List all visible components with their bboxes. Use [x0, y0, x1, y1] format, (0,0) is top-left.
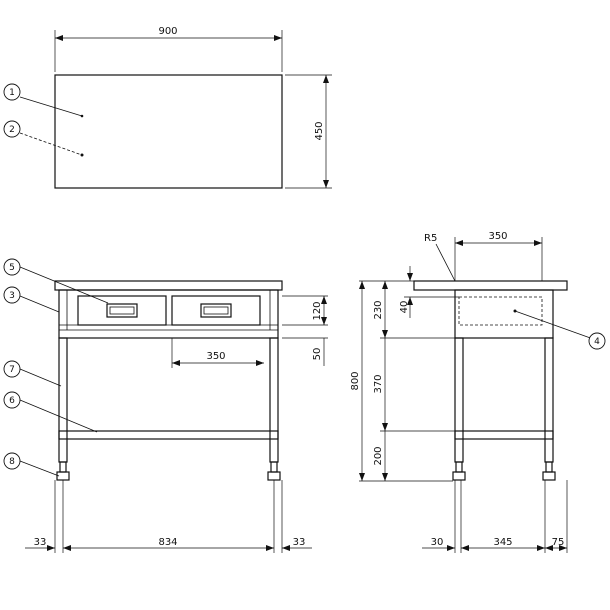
callout-6: 6	[3, 391, 21, 409]
side-adjuster-base-left	[452, 471, 466, 481]
dim-front-left-offset: 33	[34, 537, 47, 548]
side-leg-right	[544, 337, 554, 463]
drawer-handle-right	[200, 303, 232, 318]
drawer-handle-right-inner	[203, 306, 229, 315]
dim-side-drawer-depth: 40	[399, 301, 410, 314]
dim-apron-below: 50	[312, 348, 323, 361]
dim-side-left-offset: 30	[431, 537, 444, 548]
leader-line-4	[514, 310, 597, 341]
adjuster-foot-right	[270, 461, 278, 473]
adjuster-foot-left	[59, 461, 67, 473]
dim-drawer-front-width: 350	[206, 351, 225, 362]
callout-5: 5	[3, 258, 21, 276]
dim-side-right-offset: 75	[552, 537, 565, 548]
callout-3: 3	[3, 286, 21, 304]
front-undershelf	[58, 430, 279, 440]
dim-drawer-height: 120	[312, 301, 323, 320]
callout-circle	[3, 286, 21, 304]
dim-radius: R5	[424, 233, 437, 244]
front-tabletop	[54, 280, 283, 291]
leader-line-7	[19, 368, 62, 387]
leader-line-1	[19, 96, 83, 117]
callout-number: 4	[594, 337, 600, 347]
callout-circle	[3, 120, 21, 138]
drawer-handle-left	[106, 303, 138, 318]
callout-circle	[3, 360, 21, 378]
leader-line-6	[19, 399, 98, 433]
leader-line-3	[19, 295, 60, 313]
callout-2: 2	[3, 120, 21, 138]
adjuster-base-right	[267, 471, 281, 481]
leader-dot	[80, 153, 84, 157]
side-tabletop	[413, 280, 568, 291]
leader-dot	[513, 309, 517, 313]
callout-1: 1	[3, 83, 21, 101]
front-leg-left	[58, 337, 68, 463]
callout-circle	[3, 452, 21, 470]
tabletop-plan-outline	[54, 74, 283, 189]
callout-number: 5	[9, 263, 15, 273]
callout-circle	[3, 258, 21, 276]
callout-number: 6	[9, 396, 15, 406]
side-drawer-hidden	[458, 296, 543, 326]
dim-front-right-offset: 33	[293, 537, 306, 548]
dim-side-span: 345	[493, 537, 512, 548]
leader-line-radius	[435, 243, 456, 282]
drawer-front-left	[77, 295, 167, 326]
side-adjuster-foot-left	[455, 461, 463, 473]
callout-7: 7	[3, 360, 21, 378]
leader-dot	[80, 114, 84, 118]
front-leg-right	[269, 337, 279, 463]
callout-number: 2	[9, 125, 15, 135]
dim-side-lower: 200	[373, 446, 384, 465]
dim-front-span: 834	[158, 537, 177, 548]
side-view: R5 350 40 230 370 200 800 30 345	[350, 231, 597, 553]
side-adjuster-foot-right	[545, 461, 553, 473]
dim-side-middle: 370	[373, 374, 384, 393]
leader-line-8	[19, 460, 60, 477]
callout-8: 8	[3, 452, 21, 470]
callout-circle	[588, 332, 606, 350]
dim-total-height: 800	[350, 371, 361, 390]
dim-side-upper: 230	[373, 300, 384, 319]
dim-top-width: 900	[158, 26, 177, 37]
side-undershelf	[454, 430, 554, 440]
front-view: 120 50 350 33 834 33	[19, 266, 328, 553]
leader-line-2	[19, 132, 83, 156]
drawer-front-right	[171, 295, 261, 326]
side-apron	[454, 289, 554, 339]
callout-circle	[3, 391, 21, 409]
callout-circle	[3, 83, 21, 101]
drawer-handle-left-inner	[109, 306, 135, 315]
leader-line-5	[19, 266, 109, 304]
callout-4: 4	[588, 332, 606, 350]
front-apron	[58, 289, 279, 339]
callout-number: 1	[9, 88, 15, 98]
callout-number: 3	[9, 291, 15, 301]
callout-number: 8	[9, 457, 15, 467]
dim-top-depth: 450	[314, 121, 325, 140]
top-view: 900 450	[19, 26, 332, 189]
side-leg-left	[454, 337, 464, 463]
callout-number: 7	[9, 365, 15, 375]
dim-drawer-width-top: 350	[488, 231, 507, 242]
side-adjuster-base-right	[542, 471, 556, 481]
